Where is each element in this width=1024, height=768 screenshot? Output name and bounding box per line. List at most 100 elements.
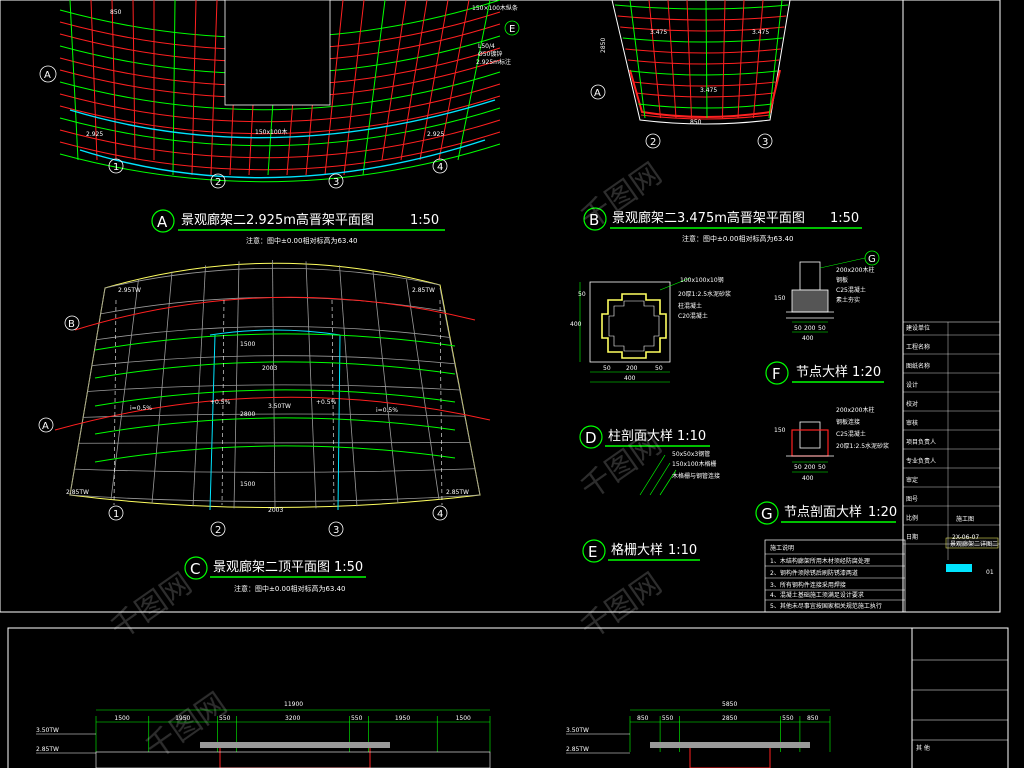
outline [629, 69, 781, 118]
purlin [94, 333, 456, 351]
elev-label: 3.50TW [268, 403, 291, 410]
roof-ray [372, 271, 399, 504]
dim-label: 400 [802, 475, 814, 482]
grid-arc [59, 71, 501, 111]
outline [611, 0, 791, 125]
plan-a: A 1 2 3 4 E 150×100木纵条 L50/4 Ø50镀锌 2.925… [39, 0, 520, 189]
dim-segment-label: 1950 [175, 715, 190, 722]
dim-label: 2800 [240, 411, 255, 418]
grid-ray [400, 0, 428, 161]
dim-label: 11900 [284, 701, 303, 708]
title-text: 景观廊架二2.925m高晋架平面图 [181, 212, 374, 228]
dim-segment-label: 850 [807, 715, 819, 722]
roof-ray [272, 259, 276, 510]
callout: 50x50x3钢管 [672, 450, 710, 458]
grid-ray [132, 0, 136, 161]
axis-line [331, 299, 335, 506]
title-row-label: 日期 [906, 533, 918, 541]
note-line: 1、木结构廊架所用木材须经防腐处理 [770, 557, 870, 565]
title-letter: C [190, 560, 200, 578]
axis-line [439, 299, 443, 506]
dim-segment-label: 550 [351, 715, 363, 722]
dim-label: 400 [802, 335, 814, 342]
dim-label: 850 [690, 119, 702, 126]
dim-label: 50 [818, 464, 826, 471]
roof-arc [83, 413, 466, 418]
title-letter: B [589, 211, 599, 229]
callout: C20混凝土 [678, 312, 708, 320]
grid-arc [617, 15, 787, 21]
callout: 钢板连接 [836, 418, 860, 426]
axis-label: 4 [437, 162, 443, 173]
detail-g: 50 200 50 400 150 200x200木柱 钢板连接 C25混凝土 … [755, 406, 897, 525]
notes-header: 施工说明 [770, 544, 794, 552]
dim-label: 150 [774, 295, 786, 302]
grid-arc [625, 48, 781, 54]
axis-label: 2 [215, 525, 221, 536]
grid-ray [111, 0, 117, 161]
purlin [94, 417, 456, 435]
axis-line [113, 299, 117, 506]
grid-ray [438, 0, 470, 161]
title-row-label: 工程名称 [906, 343, 930, 351]
plan-c: B A 1 2 3 4 2.95TW 2.85TW 3.50TW 2.85TW … [38, 259, 491, 537]
grid-arc [627, 59, 780, 65]
axis-line [221, 299, 225, 506]
title-note: 注意：图中±0.00相对标高为63.40 [234, 584, 346, 593]
slope-label: +0.5% [316, 399, 337, 406]
title-row-label: 图号 [906, 496, 918, 503]
roof-ray [406, 279, 440, 500]
note-line: 3、所有钢构件连接采用焊接 [770, 581, 846, 589]
purlin [94, 361, 456, 379]
roof-ray [192, 265, 206, 507]
watermark-text: 千图网 [140, 686, 234, 766]
dim-label: 400 [624, 375, 636, 382]
elev-label: 2.95TW [118, 287, 141, 294]
grid-ray [69, 0, 79, 161]
note-line: 5、其他未尽事宜按国家相关规范施工执行 [770, 602, 882, 610]
grid-arc [614, 4, 789, 10]
callout: 柱混凝土 [678, 302, 702, 310]
purlin [94, 389, 456, 407]
title-text: 景观廊架二3.475m高晋架平面图 [612, 210, 805, 226]
dim-label: 150×100木纵条 [472, 4, 518, 12]
dim-label: 150x100木 [255, 128, 287, 136]
watermark-text: 千图网 [575, 566, 669, 646]
grid-ray [324, 0, 344, 176]
watermark-text: 千图网 [105, 566, 199, 646]
dim-label: 200 [804, 464, 816, 471]
grid-arc [633, 81, 776, 87]
detail-e: 50x50x3钢管 150x100木格栅 木格栅与钢管连接 E 格栅大样 1:1… [582, 450, 720, 563]
grid-ray [191, 0, 197, 176]
callout: 150x100木格栅 [672, 460, 716, 468]
dim-label: 50 [794, 325, 802, 332]
title-plan-b: B 景观廊架二3.475m高晋架平面图 1:50 注意：图中±0.00相对标高为… [583, 207, 862, 243]
title-note: 注意：图中±0.00相对标高为63.40 [246, 236, 358, 245]
elev-label: 2.925 [86, 131, 103, 138]
elev-label: 2.85TW [36, 746, 59, 753]
grid-arc [59, 83, 501, 123]
purlin [94, 445, 456, 463]
callout: 20厚1:2.5水泥砂浆 [678, 290, 731, 298]
title-letter: E [588, 543, 597, 561]
axis-label: 2 [650, 137, 656, 148]
axis-line [54, 396, 491, 431]
ridge-line [209, 329, 341, 336]
title-text: 节点剖面大样 [784, 505, 862, 520]
dim-segment-label: 550 [219, 715, 231, 722]
grid-ray [90, 0, 98, 161]
dim-label: 200 [804, 325, 816, 332]
roof-arc [104, 267, 441, 289]
elev-label: 3.50TW [36, 727, 59, 734]
callout: 200x200木柱 [836, 266, 874, 274]
notes-table: 施工说明 1、木结构廊架所用木材须经防腐处理 2、钢构件须除锈后刷防锈漆两道 3… [764, 539, 906, 613]
title-row-label: 项目负责人 [906, 438, 936, 446]
dim-label: Ø50镀锌 [478, 50, 502, 58]
grid-arc [640, 114, 771, 120]
grid-ray [457, 0, 491, 161]
title-block: 景观廊架二详图二 施工图 01 建设单位工程名称图纸名称设计校对审核项目负责人专… [903, 321, 1000, 576]
dim-segment-label: 850 [637, 715, 649, 722]
title-text: 节点大样 [796, 365, 848, 380]
